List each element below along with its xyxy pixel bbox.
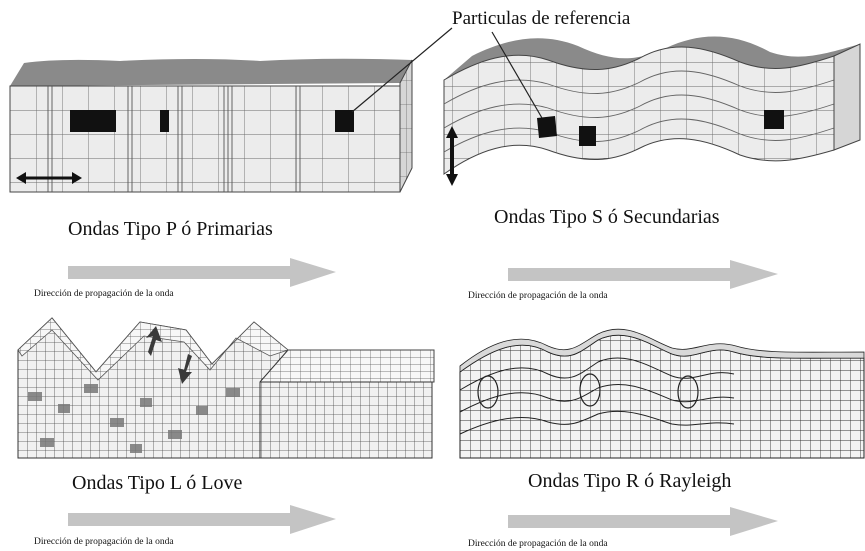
r-propagation-label: Dirección de propagación de la onda (468, 539, 608, 549)
l-wave-shading (28, 384, 240, 453)
p-block-front (9, 85, 401, 193)
r-wave-block (459, 328, 865, 459)
propagation-arrow-r-icon (508, 507, 778, 536)
p-block-top (10, 58, 412, 86)
r-wave-title: Ondas Tipo R ó Rayleigh (528, 470, 732, 492)
double-arrow-horizontal-icon (16, 172, 82, 184)
p-particle-1 (70, 110, 116, 132)
s-particle-1 (537, 116, 557, 138)
p-wave-block (9, 58, 413, 193)
p-particle-2 (160, 110, 169, 132)
propagation-arrow-s-icon (508, 260, 778, 289)
l-block-left-top (17, 317, 289, 381)
p-wave-title: Ondas Tipo P ó Primarias (68, 218, 273, 240)
propagation-arrow-l-icon (68, 505, 336, 534)
propagation-arrow-p-icon (68, 258, 336, 287)
s-block-top (444, 36, 860, 80)
s-wave-title: Ondas Tipo S ó Secundarias (494, 206, 720, 228)
l-wave-block (17, 317, 435, 459)
double-arrow-vertical-icon (446, 126, 458, 186)
reference-particles-label: Particulas de referencia (452, 8, 631, 29)
s-particle-3 (764, 110, 784, 129)
s-block-side (833, 43, 861, 151)
l-motion-arrow-down-icon (178, 354, 192, 384)
p-particle-3 (335, 110, 354, 132)
s-particle-2 (579, 126, 596, 146)
p-block-side (399, 59, 413, 193)
l-wave-title: Ondas Tipo L ó Love (72, 472, 243, 494)
p-propagation-label: Dirección de propagación de la onda (34, 289, 174, 299)
r-particle-orbits (477, 373, 699, 409)
l-block-right-front (259, 381, 433, 459)
r-block-top (459, 328, 865, 373)
reference-leader-lines (351, 27, 543, 119)
s-propagation-label: Dirección de propagación de la onda (468, 291, 608, 301)
l-block-right-top (259, 349, 435, 383)
s-wave-block (443, 36, 861, 186)
l-propagation-label: Dirección de propagación de la onda (34, 537, 174, 547)
l-motion-arrow-up-icon (146, 326, 162, 356)
